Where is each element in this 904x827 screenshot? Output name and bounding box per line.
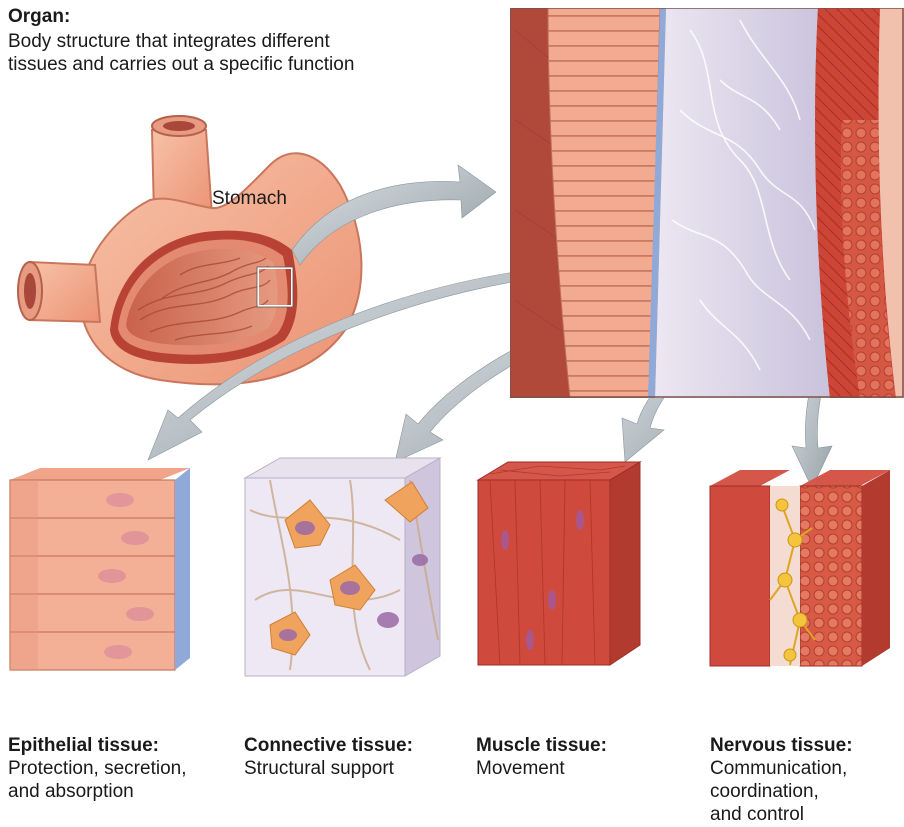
epithelial-name: Epithelial tissue: (8, 734, 228, 757)
stomach-label: Stomach (212, 187, 287, 210)
magnified-stomach-wall-panel (510, 8, 904, 398)
organ-description: Body structure that integrates different… (8, 30, 428, 76)
nervous-caption: Nervous tissue: Communication, coordinat… (710, 734, 900, 826)
muscle-tissue-block (478, 462, 640, 665)
epithelial-tissue-block (10, 468, 190, 670)
muscle-function: Movement (476, 757, 676, 780)
connective-function: Structural support (244, 757, 464, 780)
nervous-function: Communication, coordination, and control (710, 757, 900, 826)
muscle-name: Muscle tissue: (476, 734, 676, 757)
epithelial-caption: Epithelial tissue: Protection, secretion… (8, 734, 228, 803)
connective-tissue-block (245, 458, 440, 676)
epithelial-function: Protection, secretion, and absorption (8, 757, 228, 803)
muscle-caption: Muscle tissue: Movement (476, 734, 676, 780)
connective-caption: Connective tissue: Structural support (244, 734, 464, 780)
connective-name: Connective tissue: (244, 734, 464, 757)
nervous-name: Nervous tissue: (710, 734, 900, 757)
organ-heading: Organ: (8, 5, 70, 28)
nervous-tissue-block (710, 470, 890, 666)
